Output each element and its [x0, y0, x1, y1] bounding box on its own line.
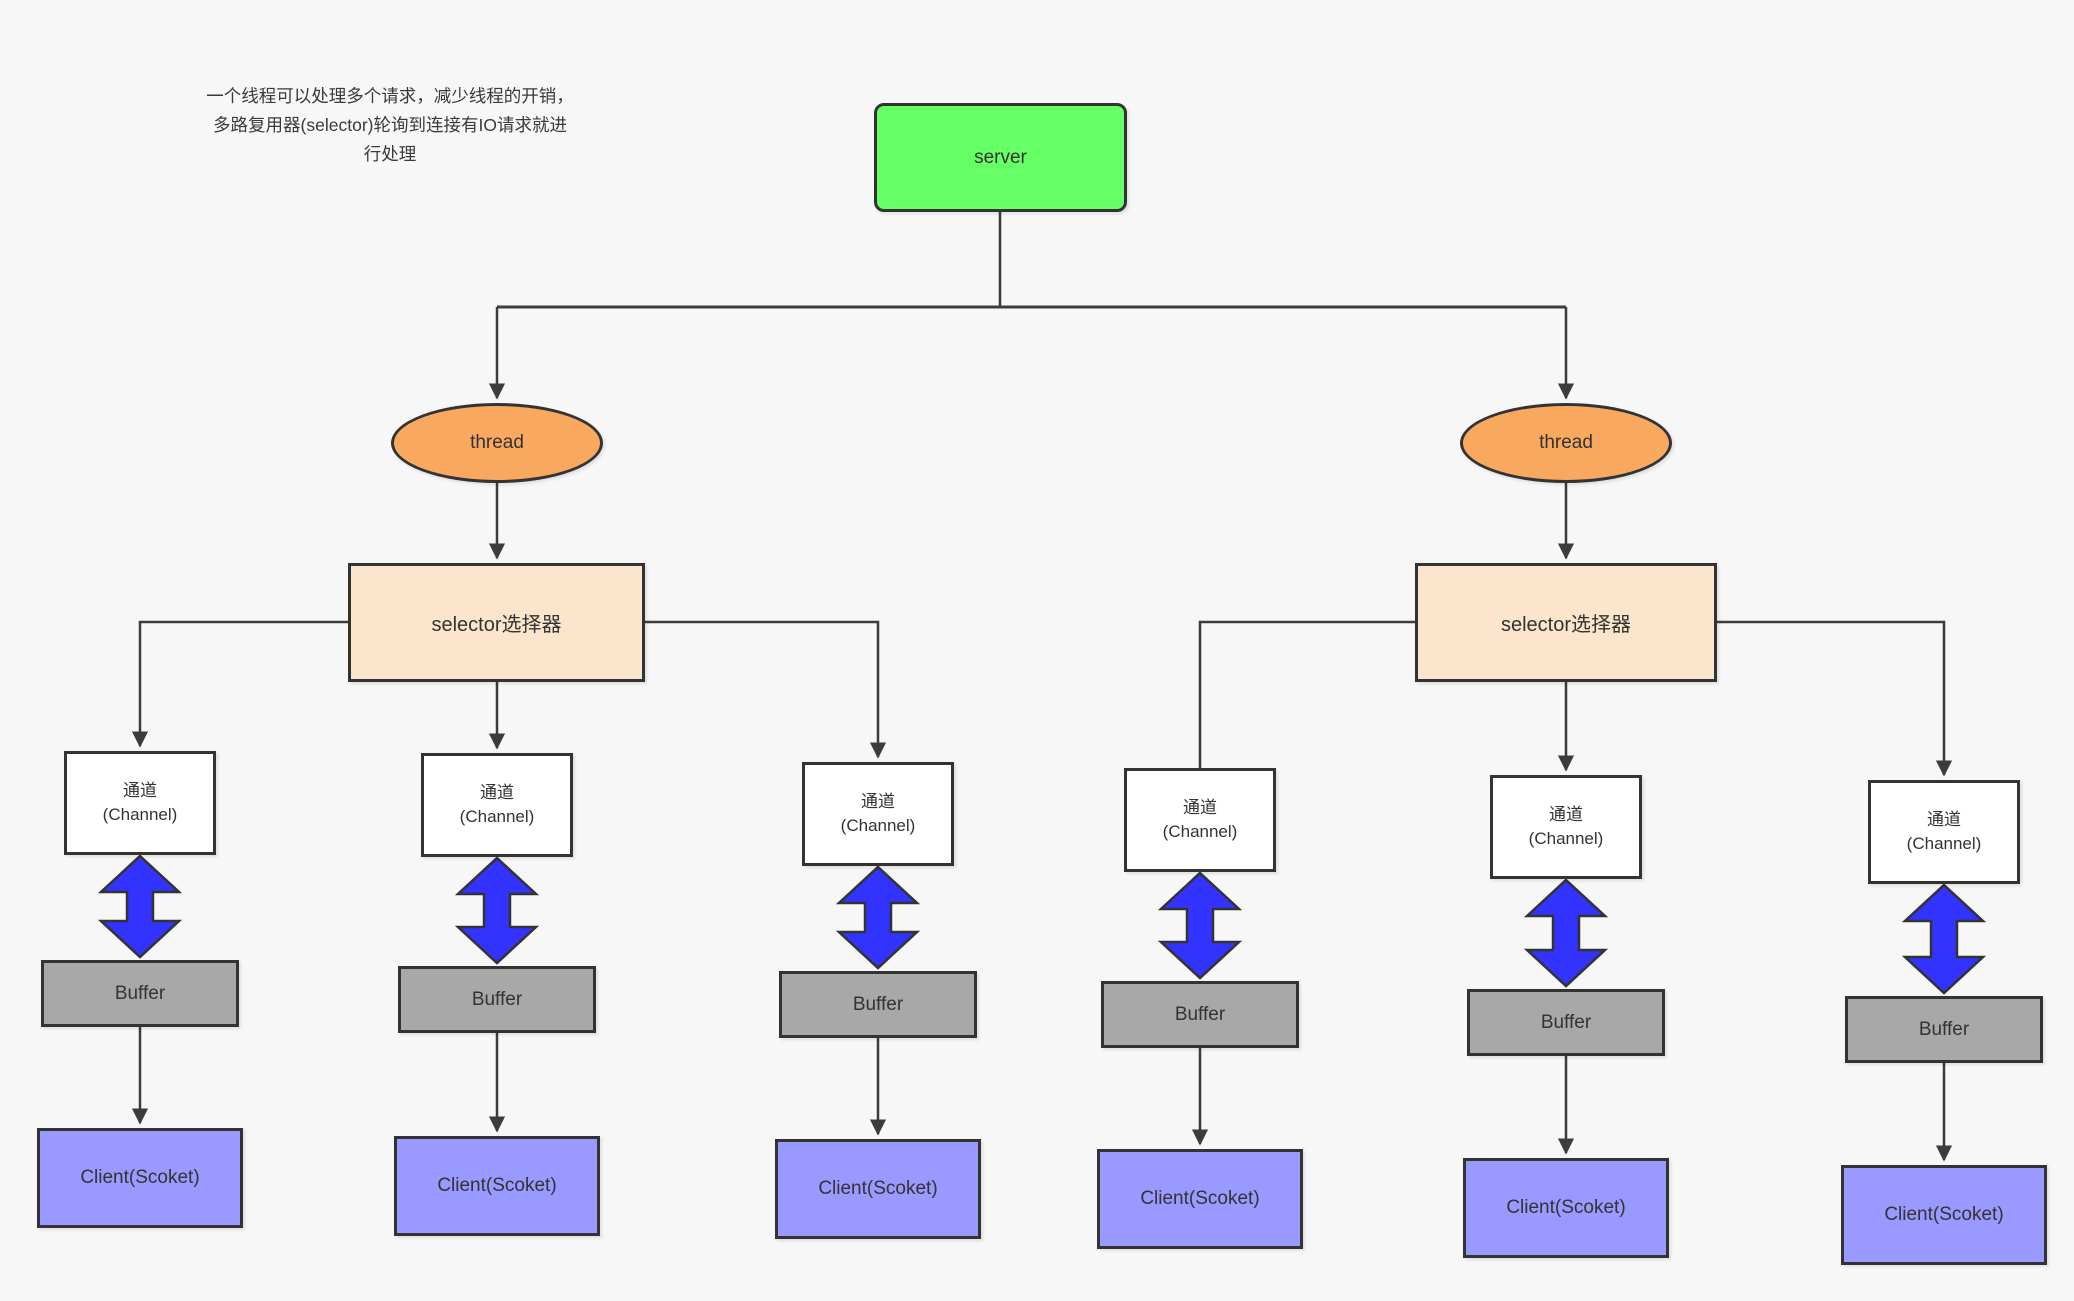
buffer-node-1: Buffer: [41, 960, 239, 1027]
buffer-node-4: Buffer: [1101, 981, 1299, 1048]
thread-node-1: thread: [391, 403, 603, 483]
client-node-2: Client(Scoket): [394, 1136, 600, 1236]
client-node-6: Client(Scoket): [1841, 1165, 2047, 1265]
selector-label: selector选择器: [431, 614, 562, 636]
channel-node-4: 通道 (Channel): [1124, 768, 1276, 872]
client-node-5: Client(Scoket): [1463, 1158, 1669, 1258]
edge-selector1-channel1: [131, 620, 348, 748]
channel-label-en: (Channel): [1528, 829, 1604, 848]
client-label: Client(Scoket): [818, 1178, 938, 1199]
channel-node-6: 通道 (Channel): [1868, 780, 2020, 884]
buffer-node-2: Buffer: [398, 966, 596, 1033]
client-label: Client(Scoket): [1884, 1204, 2004, 1225]
double-arrow-icon: [1523, 878, 1609, 988]
channel-label-en: (Channel): [840, 816, 916, 835]
selector-node-2: selector选择器: [1415, 563, 1717, 682]
buffer-label: Buffer: [114, 982, 166, 1004]
thread-label: thread: [1539, 432, 1593, 453]
channel-label-zh: 通道: [123, 781, 157, 800]
connector-group: [131, 212, 1953, 1162]
buffer-label: Buffer: [852, 993, 904, 1015]
buffer-node-6: Buffer: [1845, 996, 2043, 1063]
channel-node-3: 通道 (Channel): [802, 762, 954, 866]
buffer-node-3: Buffer: [779, 971, 977, 1038]
thread-label: thread: [470, 432, 524, 453]
selector-node-1: selector选择器: [348, 563, 645, 682]
channel-label-en: (Channel): [459, 807, 535, 826]
channel-label-en: (Channel): [102, 805, 178, 824]
server-label: server: [974, 146, 1027, 168]
channel-node-2: 通道 (Channel): [421, 753, 573, 857]
client-label: Client(Scoket): [437, 1175, 557, 1196]
channel-label-zh: 通道: [861, 792, 895, 811]
client-label: Client(Scoket): [80, 1167, 200, 1188]
thread-node-2: thread: [1460, 403, 1672, 483]
annotation-line: 一个线程可以处理多个请求，减少线程的开销，: [206, 86, 574, 106]
client-label: Client(Scoket): [1140, 1188, 1260, 1209]
edge-selector1-channel3: [645, 620, 887, 759]
double-arrow-icon: [1901, 883, 1987, 995]
client-label: Client(Scoket): [1506, 1197, 1626, 1218]
annotation-line: 行处理: [363, 144, 417, 164]
channel-node-5: 通道 (Channel): [1490, 775, 1642, 879]
channel-label-zh: 通道: [480, 783, 514, 802]
double-arrow-icon: [454, 856, 540, 965]
client-node-1: Client(Scoket): [37, 1128, 243, 1228]
channel-label-zh: 通道: [1183, 798, 1217, 817]
double-arrow-icon: [97, 854, 183, 959]
channel-label-en: (Channel): [1906, 834, 1982, 853]
channel-label-en: (Channel): [1162, 822, 1238, 841]
annotation-line: 多路复用器(selector)轮询到连接有IO请求就进: [213, 115, 567, 135]
edge-selector2-channel4: [1198, 620, 1415, 768]
double-arrow-icon: [835, 865, 921, 970]
channel-label-zh: 通道: [1927, 810, 1961, 829]
buffer-label: Buffer: [1174, 1003, 1226, 1025]
double-arrow-icon: [1157, 871, 1243, 980]
channel-node-1: 通道 (Channel): [64, 751, 216, 855]
channel-label-zh: 通道: [1549, 805, 1583, 824]
server-node: server: [874, 103, 1127, 212]
buffer-node-5: Buffer: [1467, 989, 1665, 1056]
buffer-label: Buffer: [1540, 1011, 1592, 1033]
client-node-4: Client(Scoket): [1097, 1149, 1303, 1249]
client-node-3: Client(Scoket): [775, 1139, 981, 1239]
annotation-note: 一个线程可以处理多个请求，减少线程的开销， 多路复用器(selector)轮询到…: [150, 82, 630, 169]
double-arrow-group: [97, 854, 1987, 995]
edge-selector2-channel6: [1717, 620, 1953, 777]
selector-label: selector选择器: [1500, 614, 1632, 636]
buffer-label: Buffer: [471, 988, 523, 1010]
buffer-label: Buffer: [1918, 1018, 1970, 1040]
